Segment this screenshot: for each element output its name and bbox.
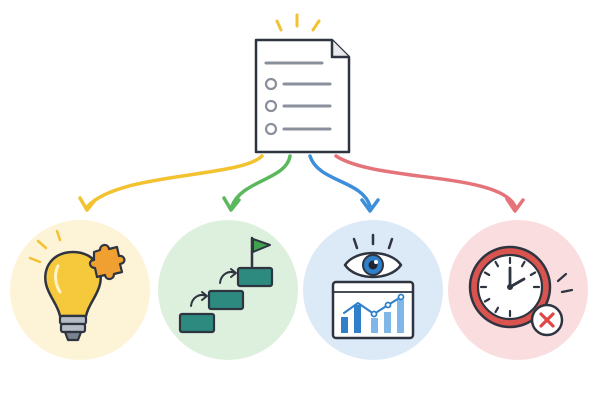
eye-icon [343, 251, 403, 279]
puzzle-piece-icon [88, 243, 126, 281]
bar-line-chart-icon [331, 280, 415, 340]
lightbulb-puzzle-icon [28, 229, 126, 342]
arrow-to-insight [308, 154, 380, 213]
cancel-icon [530, 303, 564, 337]
clock-icon [468, 245, 552, 329]
arrow-to-steps [222, 154, 292, 212]
arrow-to-time [334, 154, 525, 213]
glow-icon [28, 229, 62, 264]
arrow-to-ideas [78, 154, 264, 212]
eye-chart-icon [331, 233, 415, 340]
clock-cancel-icon [468, 245, 574, 337]
document-checklist-icon [254, 38, 351, 154]
stairs-flag-icon [178, 236, 274, 334]
alert-lines [556, 272, 574, 294]
eye-lashes [352, 233, 394, 250]
sparkle-icon [275, 13, 321, 32]
